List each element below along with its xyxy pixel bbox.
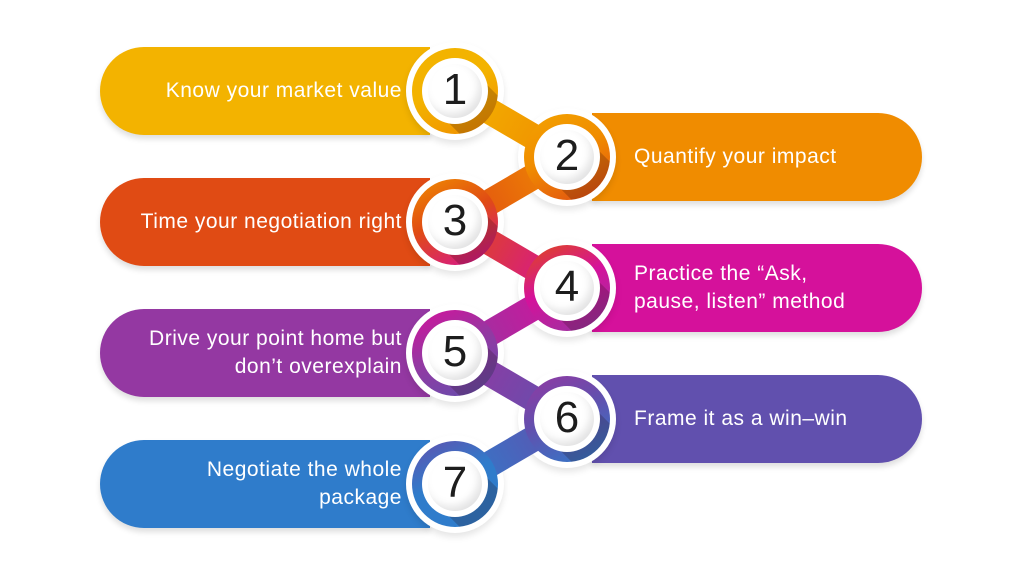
step-3-pill — [100, 178, 430, 266]
step-1-node: 1 — [406, 42, 504, 140]
step-2-number: 2 — [554, 130, 580, 180]
step-7-label-line-1: Negotiate the whole — [206, 458, 402, 481]
step-7-number: 7 — [442, 457, 468, 507]
step-2-label: Quantify your impact — [634, 143, 912, 171]
step-4-label-line-1: Practice the “Ask, — [634, 262, 808, 285]
step-5-label-line-1: Drive your point home but — [149, 327, 402, 350]
step-1-pill — [100, 47, 430, 135]
step-6-pill — [592, 375, 922, 463]
step-5-label-line-2: don’t overexplain — [234, 355, 402, 378]
step-1-disc: 1 — [428, 64, 482, 118]
step-5-label: Drive your point home but don’t overexpl… — [110, 325, 402, 381]
step-4-pill — [592, 244, 922, 332]
step-3-number: 3 — [442, 195, 468, 245]
step-1-number: 1 — [442, 64, 468, 114]
step-1-label: Know your market value — [110, 77, 402, 105]
step-6-label: Frame it as a win–win — [634, 405, 912, 433]
step-3-node: 3 — [406, 173, 504, 271]
step-3-disc: 3 — [428, 195, 482, 249]
step-4-disc: 4 — [540, 261, 594, 315]
step-4-number: 4 — [554, 261, 580, 311]
step-3-label-line-1: Time your negotiation right — [140, 210, 402, 233]
step-5-number: 5 — [442, 326, 468, 376]
step-2-label-line-1: Quantify your impact — [634, 145, 837, 168]
step-6-disc: 6 — [540, 392, 594, 446]
step-3-label: Time your negotiation right — [110, 208, 402, 236]
step-7-label: Negotiate the whole package — [110, 456, 402, 512]
step-2-disc: 2 — [540, 130, 594, 184]
step-7-pill — [100, 440, 430, 528]
step-6-node: 6 — [518, 370, 616, 468]
step-5-disc: 5 — [428, 326, 482, 380]
step-6-label-line-1: Frame it as a win–win — [634, 407, 848, 430]
step-2-pill — [592, 113, 922, 201]
step-4-label: Practice the “Ask, pause, listen” method — [634, 260, 912, 316]
step-5-pill — [100, 309, 430, 397]
step-6-number: 6 — [554, 392, 580, 442]
step-7-node: 7 — [406, 435, 504, 533]
step-7-disc: 7 — [428, 457, 482, 511]
step-7-label-line-2: package — [319, 486, 402, 509]
step-1-label-line-1: Know your market value — [165, 79, 402, 102]
step-4-label-line-2: pause, listen” method — [634, 290, 846, 313]
